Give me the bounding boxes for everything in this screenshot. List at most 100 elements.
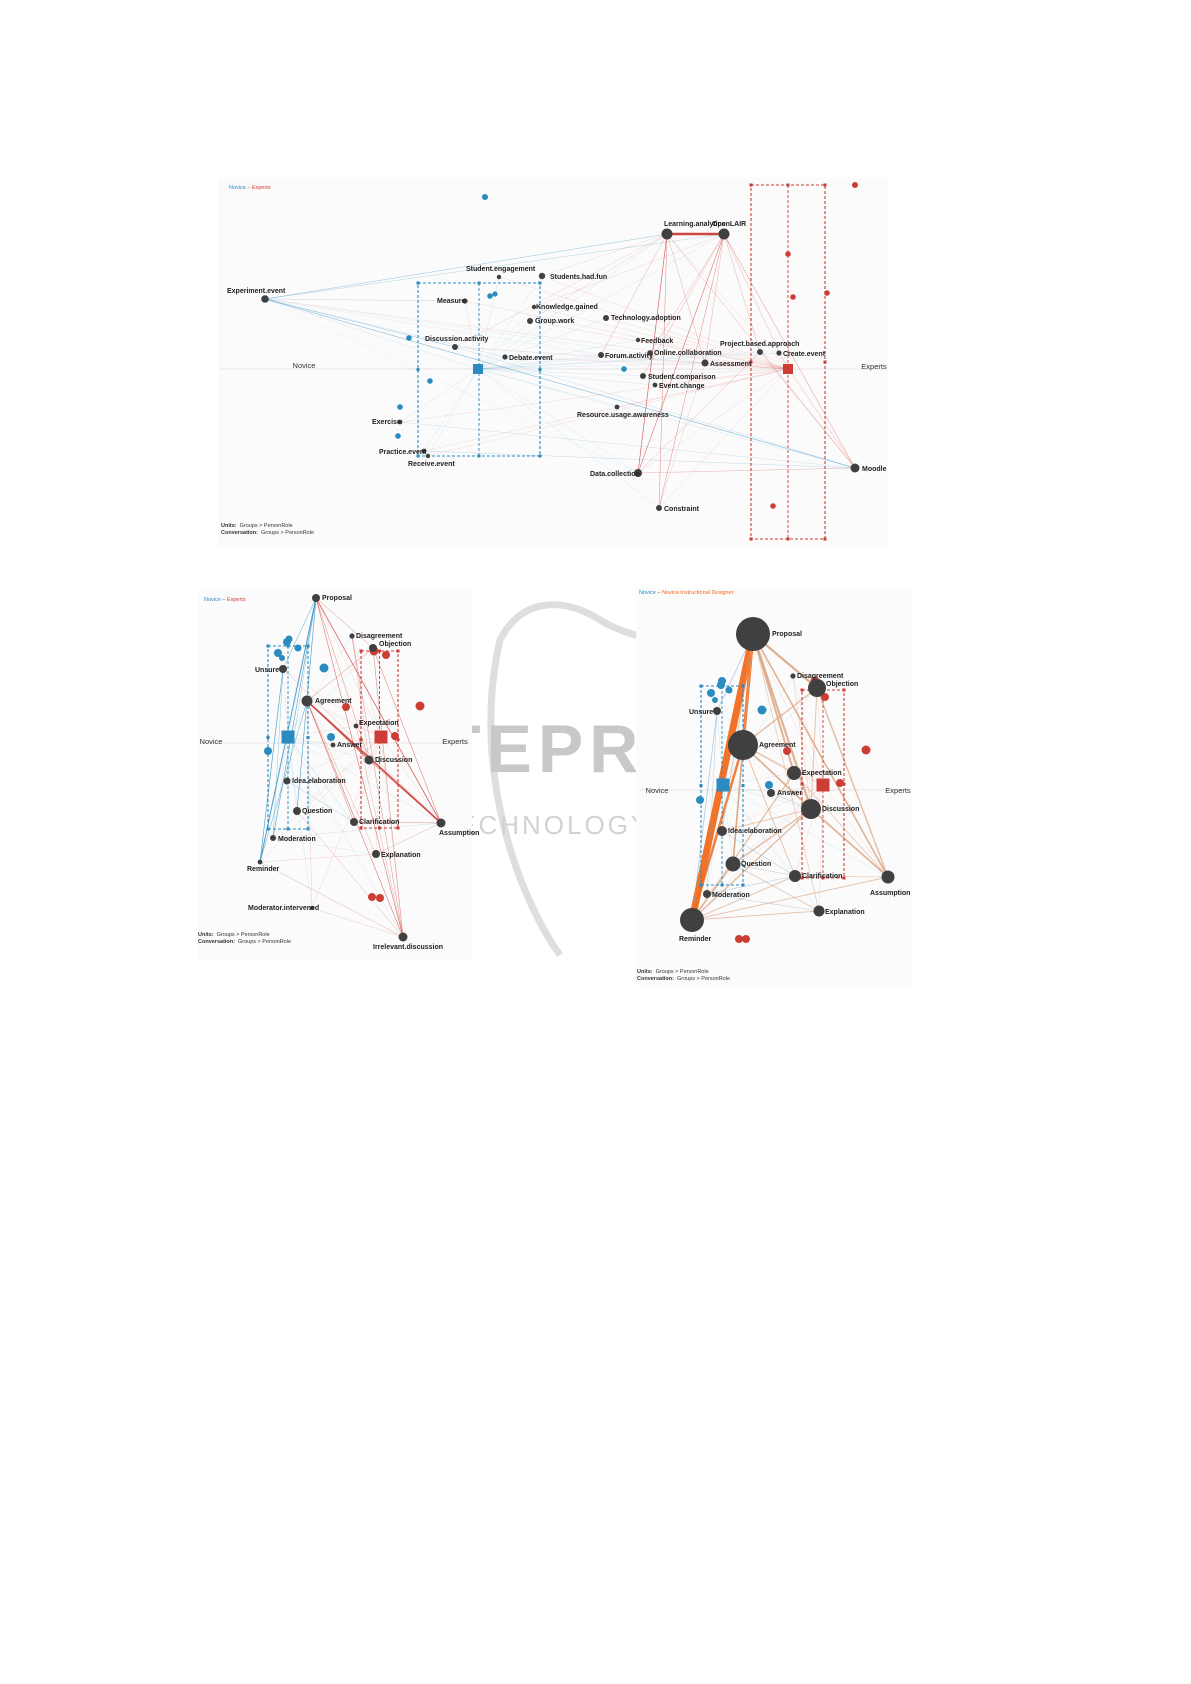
experts-unit-point xyxy=(821,693,829,701)
faint-edge xyxy=(504,356,789,370)
novice-unit-point xyxy=(427,378,433,384)
novice-interval-tick xyxy=(306,644,310,648)
experts-centroid xyxy=(783,364,793,374)
faint-edge xyxy=(353,736,382,823)
network-edge xyxy=(642,233,725,377)
experts-unit-point xyxy=(415,701,425,711)
faint-edge xyxy=(477,368,618,408)
faint-edge xyxy=(498,276,789,370)
network-edge xyxy=(794,875,889,878)
node-label-agreement: Agreement xyxy=(315,698,352,705)
legend-group-1: Novice xyxy=(204,597,221,603)
network-edge xyxy=(504,356,706,364)
node-label-reminder: Reminder xyxy=(247,866,280,873)
novice-interval-tick xyxy=(266,644,270,648)
network-edge xyxy=(315,597,442,824)
network-edge xyxy=(637,351,761,474)
experts-unit-point xyxy=(861,745,871,755)
novice-interval-tick xyxy=(538,281,542,285)
experts-interval-tick xyxy=(359,649,363,653)
node-label-constraint: Constraint xyxy=(664,506,700,513)
node-label-discussion-activity: Discussion.activity xyxy=(425,336,489,343)
network-edge xyxy=(306,647,374,702)
node-label-reminder: Reminder xyxy=(679,936,712,943)
node-measure xyxy=(462,298,468,304)
node-question xyxy=(725,856,741,872)
network-edge xyxy=(272,668,284,839)
experts-interval-tick xyxy=(786,537,790,541)
novice-unit-point xyxy=(696,796,704,804)
novice-unit-point xyxy=(707,689,715,697)
footer-conversation: Conversation:Groups > PersonRole xyxy=(198,939,291,945)
novice-interval-tick xyxy=(741,883,745,887)
node-label-create-event: Create.event xyxy=(783,351,826,358)
node-label-exercise: Exercise xyxy=(372,419,401,426)
node-label-idea-elaboration: Idea.elaboration xyxy=(292,778,346,785)
faint-edge xyxy=(477,368,639,474)
network-edge xyxy=(259,861,404,938)
novice-unit-point xyxy=(487,293,493,299)
edges-layer xyxy=(264,232,856,509)
faint-edge xyxy=(287,647,374,738)
node-proposal xyxy=(312,594,320,602)
faint-edge xyxy=(287,736,298,812)
faint-edge xyxy=(477,352,780,370)
novice-interval-tick xyxy=(741,784,745,787)
faint-edge xyxy=(477,368,656,386)
node-agreement xyxy=(728,730,758,760)
network-panel-novice-experts-large: Learning.analyticsOpenLAIRStudent.engage… xyxy=(218,178,888,546)
novice-unit-point xyxy=(757,705,767,715)
novice-interval-tick xyxy=(266,827,270,831)
novice-centroid xyxy=(473,364,483,374)
novice-interval-tick xyxy=(286,827,290,831)
node-assumption xyxy=(881,870,895,884)
faint-edge xyxy=(423,368,789,452)
novice-unit-point xyxy=(397,404,403,410)
faint-edge xyxy=(818,784,824,912)
node-receive-event xyxy=(425,453,431,459)
node-label-disagreement: Disagreement xyxy=(797,673,844,680)
novice-interval-tick xyxy=(741,684,745,688)
faint-edge xyxy=(287,736,404,938)
faint-edge xyxy=(770,784,824,794)
node-label-expectation: Expectation xyxy=(359,720,399,727)
experts-interval-tick xyxy=(823,183,827,187)
network-edge xyxy=(272,822,442,839)
faint-edge xyxy=(477,362,706,370)
novice-unit-point xyxy=(279,655,285,661)
network-edge xyxy=(454,233,668,348)
network-edge xyxy=(259,700,308,863)
faint-edge xyxy=(722,784,820,912)
network-panel-novice-instructional-designer: ProposalDisagreementObjectionUnsureAgree… xyxy=(636,588,912,986)
node-label-proposal: Proposal xyxy=(322,595,352,602)
novice-interval-tick xyxy=(416,454,420,458)
novice-unit-point xyxy=(712,697,718,703)
novice-interval-tick xyxy=(699,684,703,688)
network-edge xyxy=(315,597,374,649)
node-label-students-had-fun: Students.had.fun xyxy=(550,274,607,281)
network-edge xyxy=(742,687,818,746)
node-unsure xyxy=(279,665,287,673)
novice-interval-tick xyxy=(538,368,542,371)
node-label-question: Question xyxy=(741,861,771,868)
footer-units: Units:Groups > PersonRole xyxy=(221,523,293,529)
network-edge xyxy=(286,597,317,782)
node-experiment-event xyxy=(261,295,269,303)
experts-interval-tick xyxy=(396,826,400,830)
node-label-answer: Answer xyxy=(337,742,363,749)
faint-edge xyxy=(287,736,442,824)
experts-interval-tick xyxy=(378,649,381,653)
faint-edge xyxy=(477,233,668,370)
node-label-assumption: Assumption xyxy=(439,830,479,837)
footer-units: Units:Groups > PersonRole xyxy=(198,932,270,938)
experts-unit-point xyxy=(785,251,791,257)
network-edge xyxy=(706,893,820,912)
network-edge xyxy=(529,233,668,322)
faint-edge xyxy=(722,784,812,810)
node-label-practice-event: Practice.event xyxy=(379,449,427,456)
experts-interval-tick xyxy=(842,876,846,880)
network-panel-novice-experts-small: ProposalDisagreementObjectionUnsureAgree… xyxy=(198,588,479,960)
node-event-change xyxy=(652,382,658,388)
faint-edge xyxy=(477,352,651,370)
experts-unit-point xyxy=(742,935,750,943)
